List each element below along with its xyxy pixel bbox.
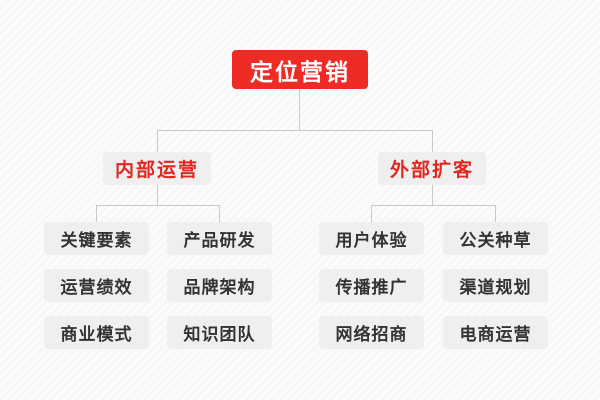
leaf-node[interactable]: 电商运营 [443,316,548,349]
leaf-node-label: 关键要素 [60,231,133,251]
root-node[interactable]: 定位营销 [232,50,368,89]
connector-left-bus [96,205,219,206]
leaf-node[interactable]: 渠道规划 [443,269,548,302]
connector-level2-right-drop [432,130,433,152]
leaf-node[interactable]: 运营绩效 [44,269,149,302]
leaf-node[interactable]: 产品研发 [167,222,272,255]
branch-node-external-label: 外部扩客 [389,159,474,181]
leaf-node[interactable]: 关键要素 [44,222,149,255]
leaf-node-label: 电商运营 [459,325,532,345]
connector-right-col1-drop [371,205,372,222]
leaf-node[interactable]: 传播推广 [319,269,424,302]
leaf-node[interactable]: 知识团队 [167,316,272,349]
leaf-node-label: 运营绩效 [60,278,133,298]
leaf-node-label: 渠道规划 [459,278,532,298]
branch-node-internal[interactable]: 内部运营 [103,152,211,185]
branch-node-external[interactable]: 外部扩客 [378,152,486,185]
leaf-node[interactable]: 公关种草 [443,222,548,255]
root-node-label: 定位营销 [250,59,350,86]
leaf-node[interactable]: 用户体验 [319,222,424,255]
leaf-node-label: 网络招商 [335,325,408,345]
leaf-node[interactable]: 品牌架构 [167,269,272,302]
connector-left-stem [157,185,158,205]
leaf-node-label: 品牌架构 [183,278,256,298]
leaf-node-label: 用户体验 [335,231,408,251]
connector-level2-bus [157,130,433,131]
connector-right-bus [371,205,495,206]
connector-root-stem [299,89,300,130]
leaf-node[interactable]: 网络招商 [319,316,424,349]
connector-left-col1-drop [96,205,97,222]
connector-level2-left-drop [157,130,158,152]
branch-node-internal-label: 内部运营 [114,159,199,181]
leaf-node[interactable]: 商业模式 [44,316,149,349]
leaf-node-label: 传播推广 [335,278,408,298]
leaf-node-label: 产品研发 [183,231,256,251]
connector-left-col2-drop [219,205,220,222]
leaf-node-label: 公关种草 [459,231,532,251]
connector-right-col2-drop [495,205,496,222]
leaf-node-label: 商业模式 [60,325,133,345]
leaf-node-label: 知识团队 [183,325,256,345]
connector-right-stem [432,185,433,205]
